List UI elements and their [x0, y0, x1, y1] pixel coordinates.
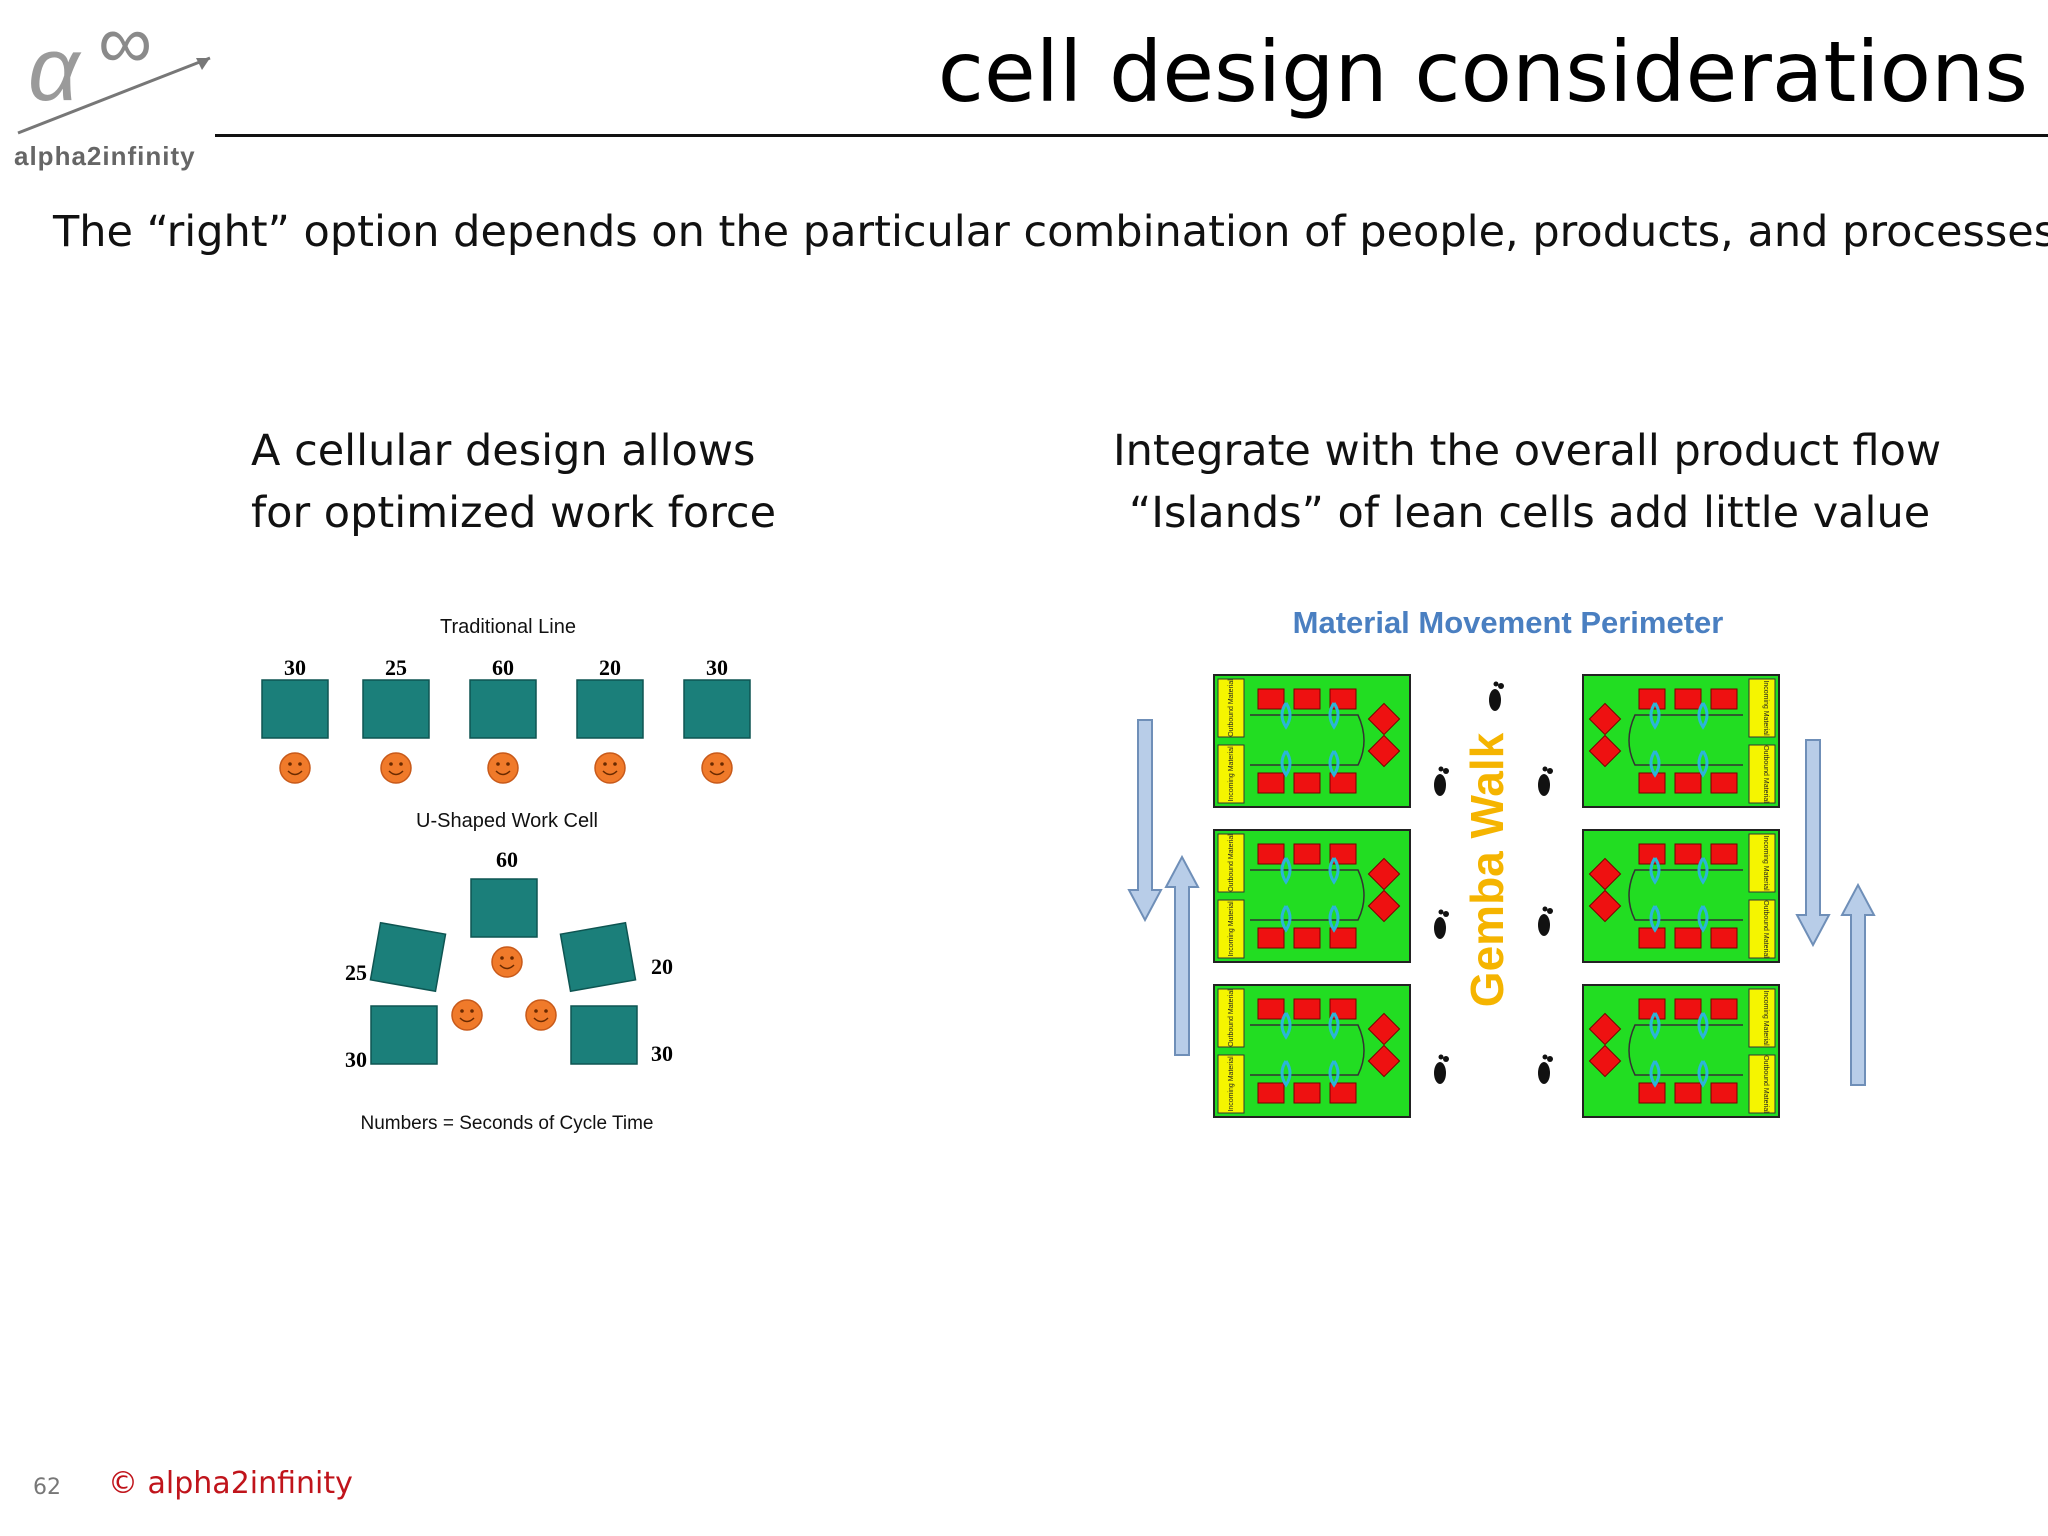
footprint-icon: [1434, 766, 1449, 796]
station: [469, 679, 537, 739]
incoming-material-label: Incoming Material: [1228, 1056, 1235, 1112]
left-caption-line-2: for optimized work force: [251, 488, 777, 538]
worker-right: [525, 999, 557, 1031]
left-caption-line-1: A cellular design allows: [251, 426, 756, 476]
outbound-material-label: Outbound Material: [1228, 834, 1235, 892]
arrow-down-left: [1127, 719, 1163, 923]
incoming-material-label: Incoming Material: [1762, 835, 1769, 891]
time-u-top: 60: [496, 847, 518, 872]
logo-arrow: [17, 56, 211, 135]
time-u-lower-right: 30: [651, 1041, 673, 1066]
worker-smiley: [380, 752, 412, 784]
logo-text: alpha2infinity: [14, 141, 196, 171]
worker-left: [451, 999, 483, 1031]
u-shaped-cell: [369, 878, 638, 1065]
worker-smiley: [701, 752, 733, 784]
traditional-line-title: Traditional Line: [440, 616, 576, 638]
station: [683, 679, 751, 739]
outbound-material-label: Outbound Material: [1228, 679, 1235, 737]
incoming-material-label: Incoming Material: [1228, 901, 1235, 957]
arrow-down-right: [1795, 739, 1831, 948]
gemba-walk-label: Gemba Walk: [1461, 732, 1513, 1007]
outbound-material-label: Outbound Material: [1762, 1055, 1769, 1113]
incoming-material-label: Incoming Material: [1228, 746, 1235, 802]
page-number: 62: [33, 1475, 61, 1500]
material-perimeter-title: Material Movement Perimeter: [1293, 605, 1724, 640]
footprints: [1434, 681, 1553, 1084]
station: [362, 679, 430, 739]
station-upper-left: [369, 921, 447, 993]
cycle-time-label: 30: [284, 655, 306, 680]
station-upper-right: [559, 921, 637, 993]
slide-subtitle: The “right” option depends on the partic…: [53, 207, 2048, 257]
arrow-up-left: [1164, 854, 1200, 1056]
incoming-material-label: Incoming Material: [1762, 680, 1769, 736]
u-cell-title: U-Shaped Work Cell: [416, 810, 598, 832]
worker-smiley: [487, 752, 519, 784]
station-top: [470, 878, 538, 938]
right-caption-line-2: “Islands” of lean cells add little value: [1129, 488, 1931, 538]
footprint-icon: [1538, 766, 1553, 796]
work-cell-diagram: Traditional Line 30 25 60 20 30 U-Shaped Wor…: [261, 616, 751, 1134]
cycle-time-label: 60: [492, 655, 514, 680]
cycle-time-label: 20: [599, 655, 621, 680]
footprint-icon: [1489, 681, 1504, 711]
station: [261, 679, 329, 739]
outbound-material-label: Outbound Material: [1762, 745, 1769, 803]
footprint-icon: [1434, 909, 1449, 939]
cycle-time-label: 25: [385, 655, 407, 680]
logo-arrowhead: [196, 58, 210, 70]
right-caption: Integrate with the overall product flow …: [1113, 420, 1941, 544]
incoming-material-label: Incoming Material: [1762, 990, 1769, 1046]
material-movement-diagram: Material Movement Perimeter Outbound Mat…: [1127, 605, 1876, 1118]
worker-smiley: [594, 752, 626, 784]
alpha2infinity-logo: α ∞ alpha2infinity: [14, 8, 211, 171]
flow-arrows: [1127, 719, 1876, 1086]
footer-copyright: © alpha2infinity: [108, 1466, 353, 1501]
time-u-upper-left: 25: [345, 960, 367, 985]
cycle-time-note: Numbers = Seconds of Cycle Time: [360, 1113, 653, 1134]
left-caption: A cellular design allows for optimized w…: [251, 420, 776, 544]
footprint-icon: [1538, 1054, 1553, 1084]
worker-top: [491, 946, 523, 978]
slide-title: cell design considerations: [937, 23, 2028, 121]
worker-smiley: [279, 752, 311, 784]
infinity-glyph: ∞: [98, 8, 152, 85]
footprint-icon: [1434, 1054, 1449, 1084]
title-divider: [215, 134, 2048, 137]
station: [576, 679, 644, 739]
right-caption-line-1: Integrate with the overall product flow: [1113, 426, 1942, 476]
traditional-line-row: 30 25 60 20 30: [261, 655, 751, 784]
outbound-material-label: Outbound Material: [1228, 989, 1235, 1047]
footprint-icon: [1538, 906, 1553, 936]
alpha-glyph: α: [28, 20, 82, 120]
arrow-up-right: [1840, 882, 1876, 1086]
time-u-lower-left: 30: [345, 1047, 367, 1072]
outbound-material-label: Outbound Material: [1762, 900, 1769, 958]
station-lower-left: [370, 1005, 438, 1065]
station-lower-right: [570, 1005, 638, 1065]
time-u-upper-right: 20: [651, 954, 673, 979]
cycle-time-label: 30: [706, 655, 728, 680]
